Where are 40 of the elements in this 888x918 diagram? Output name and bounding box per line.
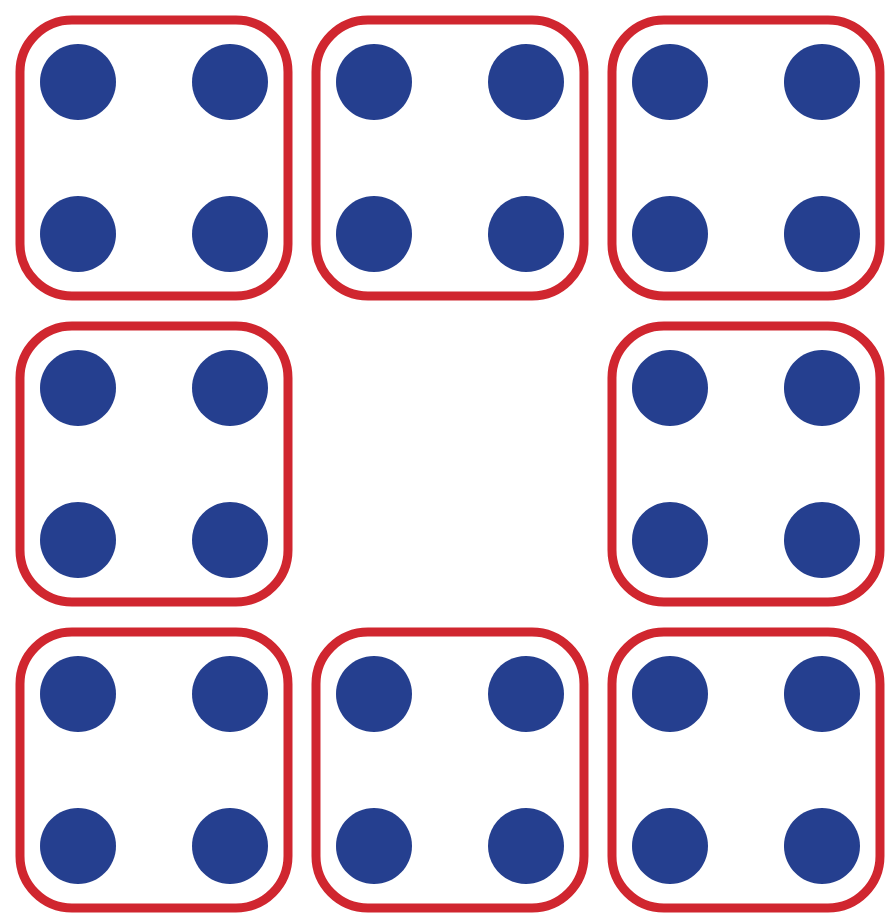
dot <box>192 656 268 732</box>
dot <box>192 502 268 578</box>
dot <box>632 502 708 578</box>
rounded-box <box>607 15 885 301</box>
dot <box>40 196 116 272</box>
dot <box>488 44 564 120</box>
dot <box>40 350 116 426</box>
dot <box>192 44 268 120</box>
dot <box>784 350 860 426</box>
dot <box>192 196 268 272</box>
dot <box>784 502 860 578</box>
rounded-box <box>15 321 293 607</box>
dot <box>192 350 268 426</box>
rounded-box <box>607 627 885 913</box>
dot <box>336 196 412 272</box>
dot <box>40 44 116 120</box>
dot <box>40 656 116 732</box>
rounded-box <box>311 15 589 301</box>
dot <box>784 808 860 884</box>
rounded-box <box>311 627 589 913</box>
dot <box>488 808 564 884</box>
dot <box>336 656 412 732</box>
dot <box>488 196 564 272</box>
dot <box>336 808 412 884</box>
dot <box>632 44 708 120</box>
dot <box>632 196 708 272</box>
dot <box>40 808 116 884</box>
dot <box>784 196 860 272</box>
dot <box>336 44 412 120</box>
dot <box>632 656 708 732</box>
rounded-box <box>15 627 293 913</box>
dot <box>632 808 708 884</box>
dot <box>40 502 116 578</box>
dot <box>784 44 860 120</box>
dot <box>192 808 268 884</box>
dot <box>632 350 708 426</box>
rounded-box <box>607 321 885 607</box>
dot <box>784 656 860 732</box>
rounded-box <box>15 15 293 301</box>
dot <box>488 656 564 732</box>
